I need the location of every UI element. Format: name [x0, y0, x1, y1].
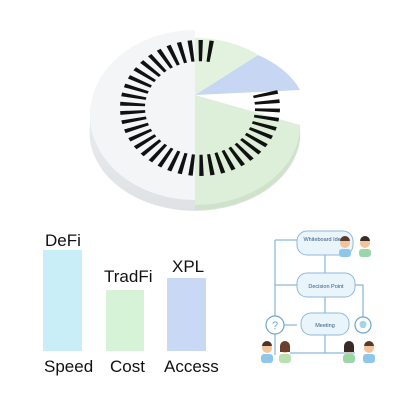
stripe-segment: [199, 154, 204, 176]
pie-slice-green: [195, 95, 300, 205]
stripe-segment: [244, 132, 268, 148]
stripe-segment: [234, 142, 254, 161]
striped-arc: [120, 40, 280, 176]
stripe-segment: [166, 44, 180, 66]
flow-node-ideas-text: Whiteboard Ideas: [303, 237, 346, 243]
pie-slice-white: [90, 30, 195, 200]
flow-line-v3: [290, 335, 326, 354]
stripe-segment: [253, 90, 279, 99]
person-icon-bottom-2: [279, 341, 291, 363]
stripe-segment: [251, 121, 277, 131]
person-icon-bottom-3: [343, 341, 355, 363]
stripe-segment: [176, 41, 187, 64]
stripe-segment: [253, 114, 280, 122]
bar-tradfi: [106, 290, 144, 351]
stripe-segment: [140, 139, 162, 157]
stripe-segment: [207, 154, 215, 176]
stripe-segment: [128, 128, 153, 142]
stripe-segment: [148, 143, 168, 163]
stripe-segment: [124, 122, 149, 134]
person-icon-top-1: [339, 236, 351, 257]
stripe-segment: [121, 92, 147, 100]
stripe-segment: [120, 101, 146, 107]
stripe-segment: [127, 75, 152, 88]
flow-node-decision-text: Decision Point: [308, 284, 344, 290]
flow-node-decision: [296, 272, 356, 298]
stripe-segment: [123, 83, 149, 94]
bar-bottom-label-speed: Speed: [44, 357, 94, 376]
stripe-segment: [121, 116, 147, 125]
bar-chart: DeFi TradFi XPL Speed Cost Access: [0, 220, 232, 400]
stripe-segment: [188, 154, 195, 176]
pie-slice-blue: [195, 55, 300, 95]
person-icon-top-2: [359, 236, 371, 257]
stripe-segment: [120, 110, 146, 115]
stripe-segment: [240, 138, 262, 155]
stripe-segment: [167, 150, 181, 172]
question-icon: [265, 315, 285, 335]
stripe-segment: [248, 127, 273, 140]
bar-bottom-label-access: Access: [164, 357, 219, 376]
stripe-segment: [254, 108, 280, 113]
stripe-segment: [140, 60, 161, 77]
svg-text:?: ?: [272, 320, 278, 332]
flow-line-right: [355, 284, 364, 325]
bar-defi: [43, 250, 82, 351]
stripe-segment: [206, 40, 214, 62]
stripe-segment: [187, 40, 195, 62]
flow-node-meeting: [300, 312, 350, 336]
stripe-segment: [156, 48, 173, 69]
stripe-segment: [177, 152, 188, 175]
person-icon-bottom-4: [363, 341, 375, 363]
stripe-segment: [133, 67, 156, 83]
stripe-segment: [157, 147, 174, 168]
bar-bottom-label-cost: Cost: [110, 357, 145, 376]
bar-top-label-defi: DeFi: [45, 231, 81, 250]
stripe-segment: [133, 134, 157, 150]
stripe-segment: [214, 152, 226, 174]
stripe-segment: [198, 40, 203, 62]
person-icon-bottom-1: [261, 341, 273, 363]
flow-node-meeting-text: Meeting: [315, 323, 335, 329]
stripe-segment: [254, 99, 280, 105]
bar-top-label-xpl: XPL: [172, 257, 205, 276]
flow-diagram: Whiteboard Ideas Decision Point Meeting …: [261, 230, 375, 363]
bar-xpl: [167, 278, 206, 351]
stripe-segment: [228, 146, 245, 167]
striped-pie-illustration: [89, 30, 301, 211]
stripe-segment: [221, 149, 236, 171]
bar-top-label-tradfi: TradFi: [104, 267, 153, 286]
flow-node-ideas: [296, 230, 354, 256]
stripe-segment: [148, 54, 167, 73]
